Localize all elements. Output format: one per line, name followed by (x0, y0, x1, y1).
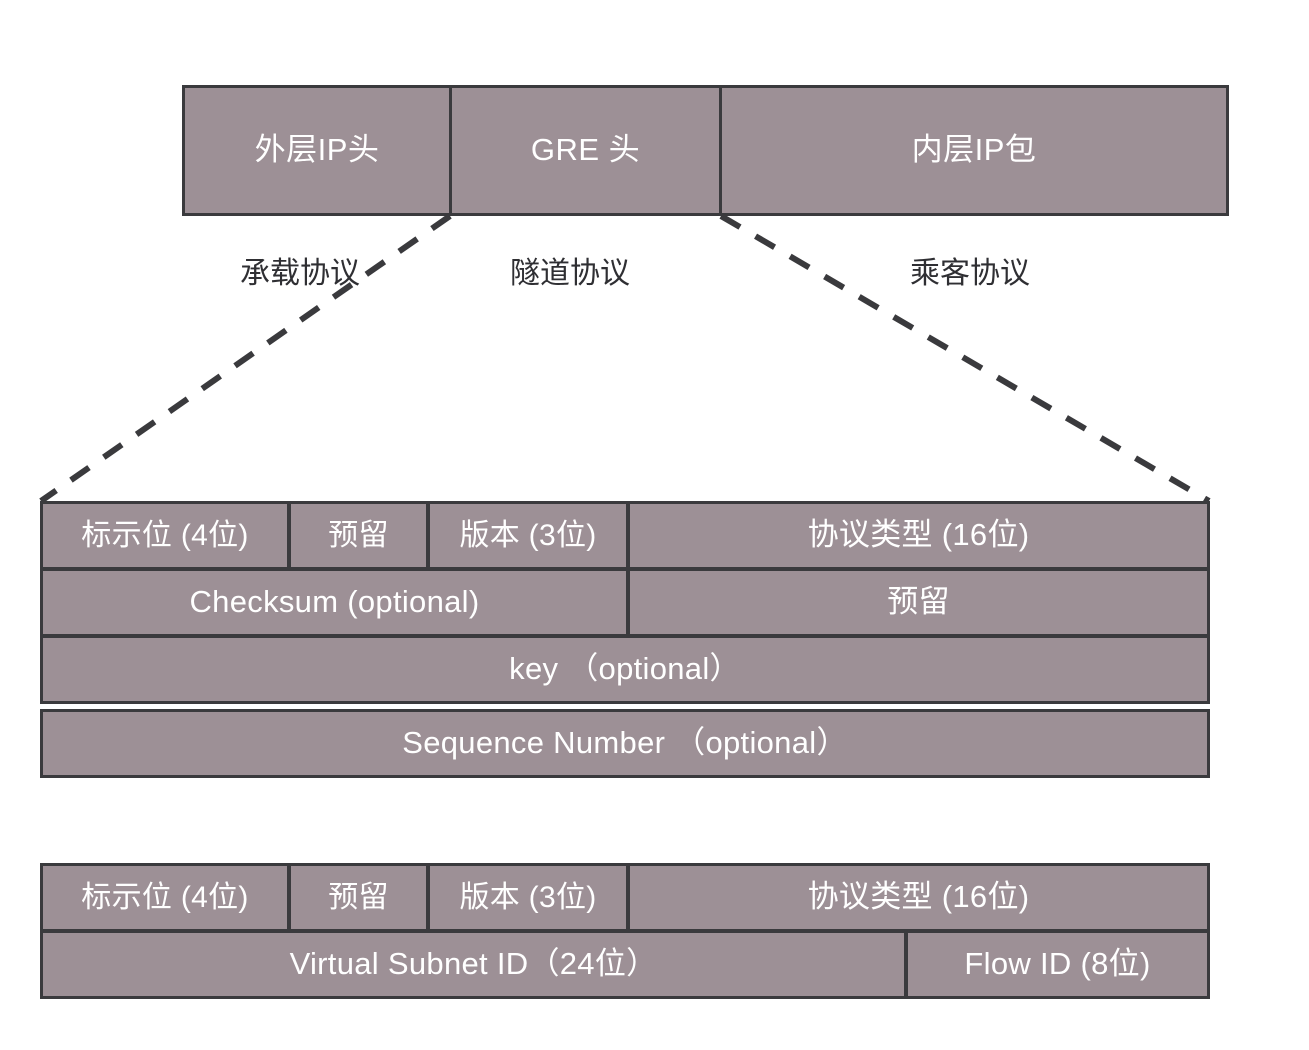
nvgre-field-virtual-subnet-id[interactable]: Virtual Subnet ID（24位） (40, 930, 907, 999)
gre-field-reserved1[interactable]: 预留 (627, 568, 1210, 637)
nvgre-field-flags[interactable]: 标示位 (4位) (40, 863, 290, 932)
strip-cell-gre-header[interactable]: GRE 头 (449, 85, 722, 216)
nvgre-field-flow-id[interactable]: Flow ID (8位) (905, 930, 1210, 999)
caption-bearer-protocol: 承载协议 (240, 257, 360, 290)
caption-passenger-protocol: 乘客协议 (910, 257, 1030, 290)
gre-field-label: Sequence Number （optional） (402, 725, 848, 761)
gre-field-label: Checksum (optional) (189, 584, 480, 620)
gre-field-label: 预留 (328, 519, 389, 552)
gre-field-flags[interactable]: 标示位 (4位) (40, 501, 290, 570)
gre-field-key[interactable]: key （optional） (40, 635, 1210, 704)
nvgre-field-label: Virtual Subnet ID（24位） (289, 946, 658, 982)
strip-cell-outer-ip-header[interactable]: 外层IP头 (182, 85, 452, 216)
gre-field-sequence-number[interactable]: Sequence Number （optional） (40, 709, 1210, 778)
strip-cell-label: 内层IP包 (911, 132, 1037, 168)
gre-field-label: key （optional） (509, 651, 741, 687)
nvgre-field-label: Flow ID (8位) (964, 946, 1151, 982)
gre-field-reserved0[interactable]: 预留 (288, 501, 429, 570)
strip-cell-label: 外层IP头 (254, 132, 380, 168)
nvgre-field-label: 版本 (3位) (459, 881, 597, 914)
nvgre-field-label: 协议类型 (16位) (807, 879, 1030, 915)
nvgre-field-version[interactable]: 版本 (3位) (427, 863, 629, 932)
nvgre-field-protocol-type[interactable]: 协议类型 (16位) (627, 863, 1210, 932)
nvgre-field-reserved[interactable]: 预留 (288, 863, 429, 932)
caption-tunnel-protocol: 隧道协议 (510, 257, 630, 290)
gre-field-version[interactable]: 版本 (3位) (427, 501, 629, 570)
strip-cell-label: GRE 头 (530, 132, 641, 168)
nvgre-field-label: 预留 (328, 881, 389, 914)
gre-field-checksum[interactable]: Checksum (optional) (40, 568, 629, 637)
gre-field-label: 标示位 (4位) (81, 519, 249, 552)
nvgre-field-label: 标示位 (4位) (81, 881, 249, 914)
strip-cell-inner-ip-packet[interactable]: 内层IP包 (719, 85, 1229, 216)
gre-field-label: 版本 (3位) (459, 519, 597, 552)
gre-field-label: 协议类型 (16位) (807, 517, 1030, 553)
gre-field-label: 预留 (887, 584, 950, 620)
gre-field-protocol-type[interactable]: 协议类型 (16位) (627, 501, 1210, 570)
